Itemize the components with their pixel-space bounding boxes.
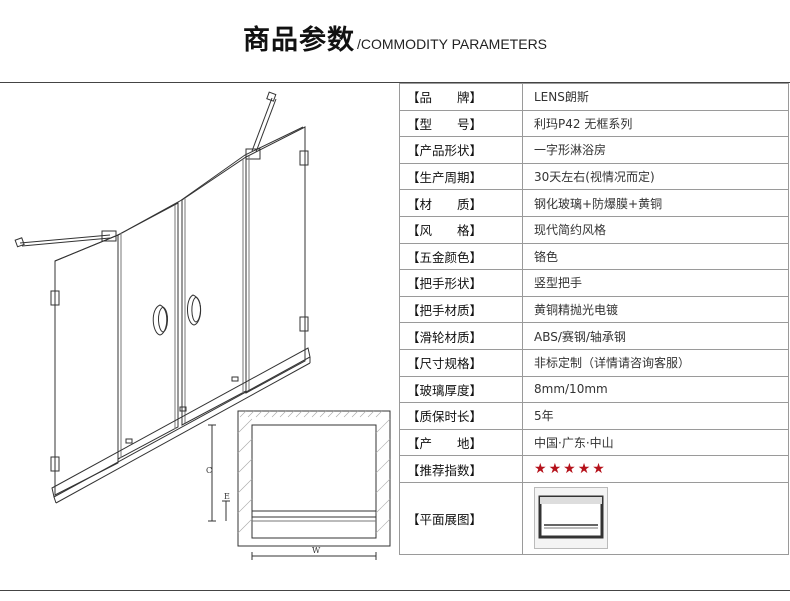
spec-label: 【五金颜色】	[399, 242, 523, 271]
spec-row: 【质保时长】5年	[399, 402, 789, 430]
spec-label: 【滑轮材质】	[399, 322, 523, 350]
spec-value: 8mm/10mm	[522, 375, 789, 404]
spec-value: 一字形淋浴房	[522, 136, 789, 164]
spec-table: 【品 牌】LENS朗斯 【型 号】利玛P42 无框系列 【产品形状】一字形淋浴房…	[399, 83, 789, 555]
spec-value: 中国·广东·中山	[522, 428, 789, 457]
spec-value: LENS朗斯	[522, 83, 789, 111]
spec-row: 【玻璃厚度】8mm/10mm	[399, 375, 789, 404]
spec-label: 【型 号】	[399, 109, 523, 138]
spec-value: 铬色	[522, 242, 789, 271]
dimension-label-e: E	[224, 492, 230, 501]
spec-value: 30天左右(视情况而定)	[522, 162, 789, 191]
top-divider	[0, 82, 790, 83]
spec-row: 【尺寸规格】非标定制（详情请咨询客服）	[399, 348, 789, 377]
spec-label: 【生产周期】	[399, 162, 523, 191]
product-drawing: C E W	[0, 83, 399, 591]
spec-value: ABS/赛钢/轴承钢	[522, 322, 789, 350]
spec-label: 【把手形状】	[399, 269, 523, 297]
spec-label: 【把手材质】	[399, 295, 523, 324]
plan-label: 【平面展图】	[399, 481, 523, 555]
rating-label: 【推荐指数】	[399, 455, 523, 483]
spec-label: 【质保时长】	[399, 402, 523, 430]
star-icon: ★	[563, 461, 578, 478]
spec-value: 利玛P42 无框系列	[522, 109, 789, 138]
spec-label: 【材 质】	[399, 189, 523, 217]
star-icon: ★	[548, 461, 564, 478]
spec-label: 【产 地】	[399, 428, 523, 457]
spec-row: 【产品形状】一字形淋浴房	[399, 136, 789, 164]
spec-row: 【滑轮材质】ABS/赛钢/轴承钢	[399, 322, 789, 350]
spec-label: 【玻璃厚度】	[399, 375, 523, 404]
spec-value: 钢化玻璃+防爆膜+黄铜	[522, 189, 789, 217]
rating-row: 【推荐指数】 ★★★★★	[399, 455, 789, 483]
star-icon: ★	[592, 461, 607, 478]
dimension-label-w: W	[312, 546, 321, 555]
spec-value: 黄铜精抛光电镀	[522, 295, 789, 324]
spec-row: 【生产周期】30天左右(视情况而定)	[399, 162, 789, 191]
spec-row: 【品 牌】LENS朗斯	[399, 83, 789, 111]
plan-row: 【平面展图】	[399, 481, 789, 555]
page-title: 商品参数	[242, 25, 355, 56]
star-icon: ★	[577, 461, 593, 478]
spec-row: 【产 地】中国·广东·中山	[399, 428, 789, 457]
dimension-label-c: C	[206, 466, 212, 475]
floor-plan-thumbnail	[534, 487, 608, 550]
spec-row: 【五金颜色】铬色	[399, 242, 789, 271]
spec-label: 【品 牌】	[399, 83, 523, 111]
bottom-divider	[0, 590, 790, 591]
spec-value: 竖型把手	[522, 269, 789, 297]
rating-value: ★★★★★	[522, 455, 789, 483]
page-subtitle: /COMMODITY PARAMETERS	[356, 36, 548, 52]
spec-value: 现代简约风格	[522, 215, 789, 244]
shower-door-drawing: C E W	[14, 91, 391, 560]
plan-value	[522, 481, 789, 555]
spec-label: 【尺寸规格】	[399, 348, 523, 377]
spec-value: 非标定制（详情请咨询客服）	[522, 348, 789, 377]
spec-row: 【把手形状】竖型把手	[399, 269, 789, 297]
spec-row: 【材 质】钢化玻璃+防爆膜+黄铜	[399, 189, 789, 217]
star-rating: ★★★★★	[534, 461, 607, 477]
spec-row: 【风 格】现代简约风格	[399, 215, 789, 244]
star-icon: ★	[534, 461, 549, 478]
spec-row: 【型 号】利玛P42 无框系列	[399, 109, 789, 138]
spec-label: 【风 格】	[399, 215, 523, 244]
page-header: 商品参数/COMMODITY PARAMETERS	[0, 18, 790, 57]
spec-label: 【产品形状】	[399, 136, 523, 164]
spec-row: 【把手材质】黄铜精抛光电镀	[399, 295, 789, 324]
spec-value: 5年	[522, 402, 789, 430]
